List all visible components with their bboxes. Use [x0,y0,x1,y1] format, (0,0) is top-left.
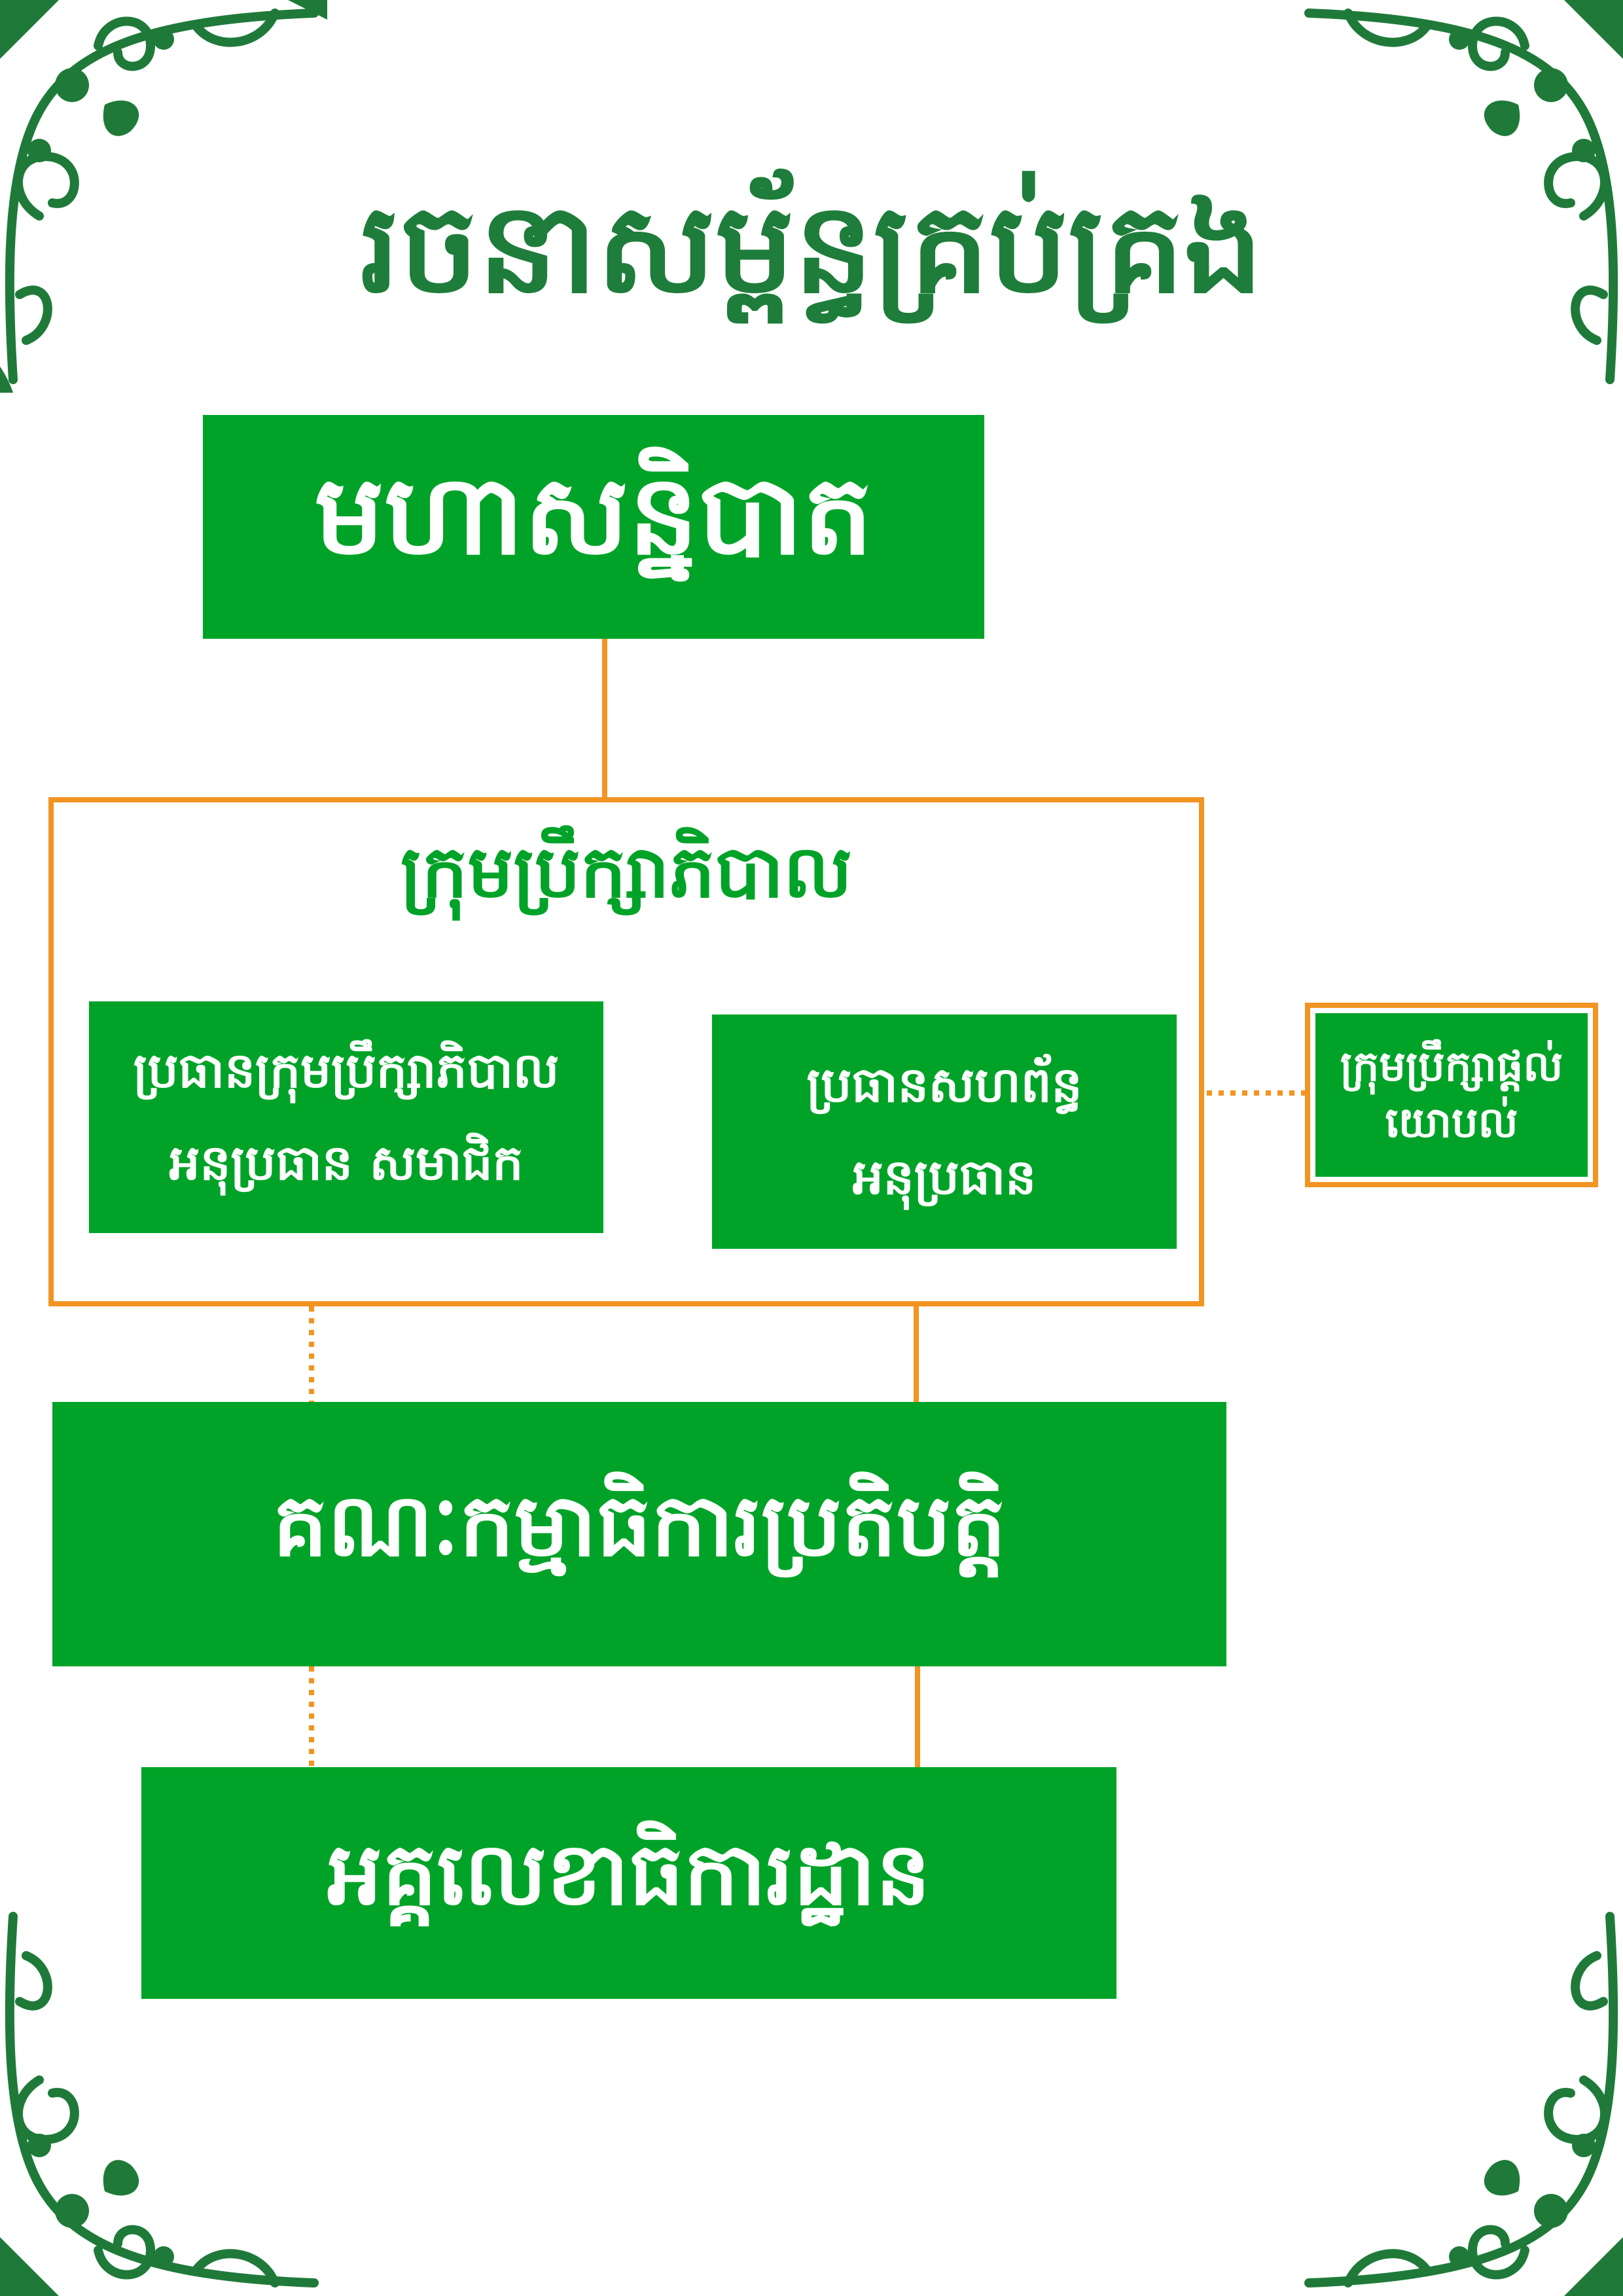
corner-ornament-bottom-left [0,1903,327,2296]
chair-federation-line1: ប្រធានសហព័ន្ធ [806,1057,1082,1114]
executive-committee-box: គណៈកម្មាធិការប្រតិបត្តិ [52,1402,1226,1666]
advisory-board-line2: យោបល់ [1385,1099,1518,1147]
advisory-board-line1: ក្រុមប្រឹក្សាផ្តល់ [1340,1042,1563,1091]
corner-ornament-top-left [0,0,327,393]
chair-federation-line2: អនុប្រធាន [852,1149,1037,1206]
floral-ornament-icon [1304,1912,1623,2296]
advisory-board-box: ក្រុមប្រឹក្សាផ្តល់ យោបល់ [1305,1003,1598,1187]
advisory-board-inner: ក្រុមប្រឹក្សាផ្តល់ យោបល់ [1315,1013,1588,1177]
general-assembly-box: មហាសន្និបាត [203,415,984,639]
chair-board-line2: អនុប្រធាន សមាជិក [169,1135,524,1191]
board-of-directors-label: ក្រុមប្រឹក្សាភិបាល [400,829,853,914]
floral-ornament-icon [0,1912,319,2296]
page-title: រចនាសម្ព័ន្ធគ្រប់គ្រង [360,176,1263,321]
chair-board-box: ប្រធានក្រុមប្រឹក្សាភិបាល អនុប្រធាន សមាជិ… [89,1001,603,1233]
floral-ornament-icon [0,0,327,393]
executive-committee-label: គណៈកម្មាធិការប្រតិបត្តិ [272,1475,1007,1576]
floral-ornament-icon [1304,0,1623,384]
corner-ornament-top-right [1296,0,1623,393]
general-assembly-label: មហាសន្និបាត [314,451,873,579]
corner-ornament-bottom-right [1296,1903,1623,2296]
secretariat-box: អគ្គលេខាធិការដ្ឋាន [141,1767,1116,1999]
chair-board-line1: ប្រធានក្រុមប្រឹក្សាភិបាល [133,1043,560,1100]
chair-federation-box: ប្រធានសហព័ន្ធ អនុប្រធាន [712,1014,1177,1249]
secretariat-label: អគ្គលេខាធិការដ្ឋាន [327,1823,931,1925]
